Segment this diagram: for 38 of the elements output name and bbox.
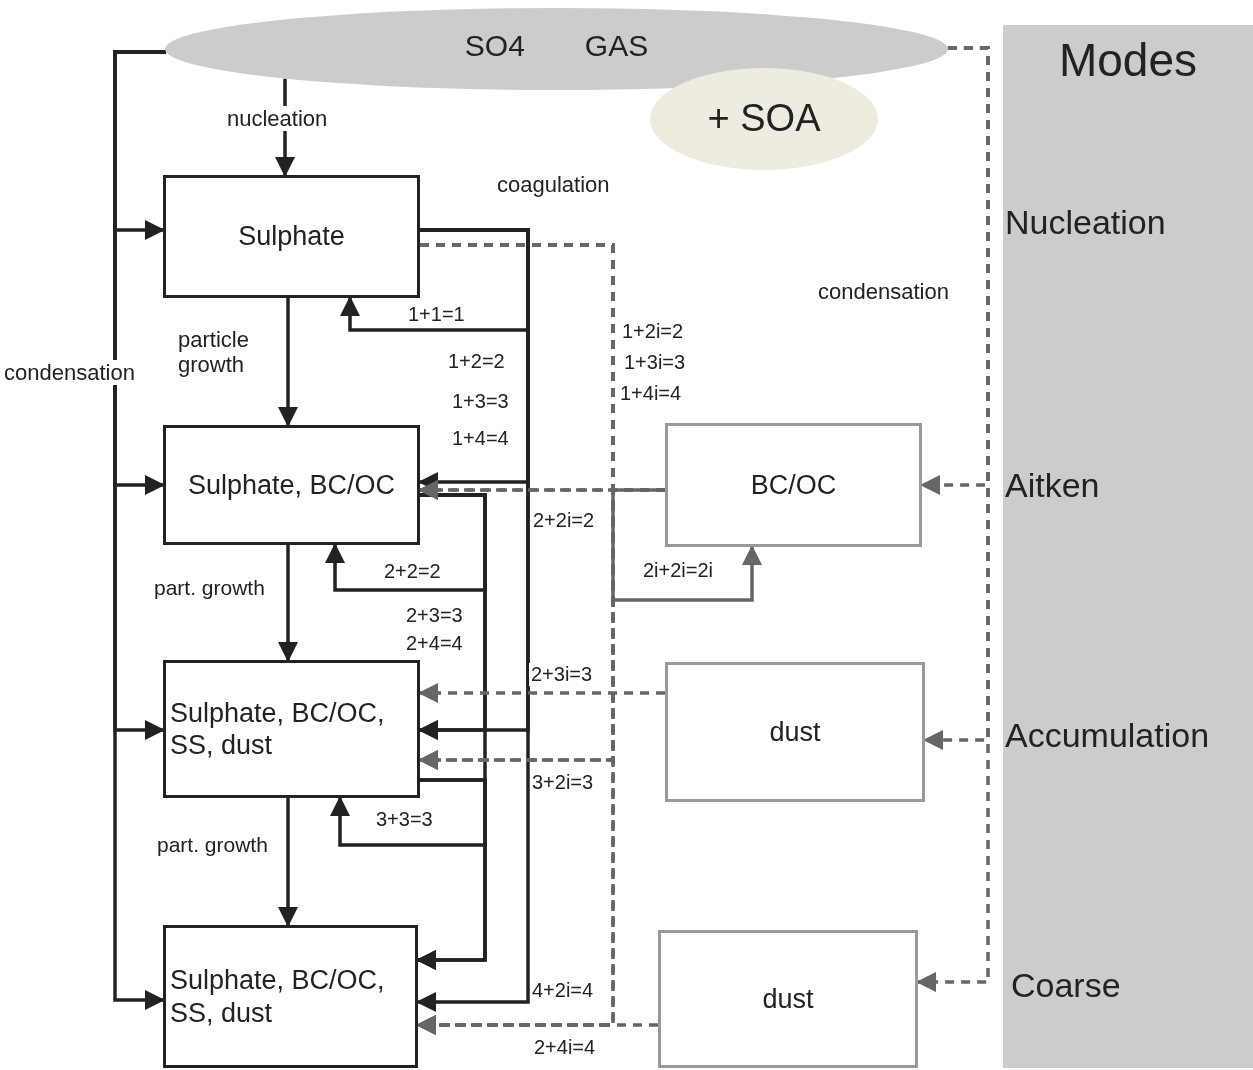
node-text: dust — [762, 982, 814, 1016]
node-text: dust — [769, 715, 821, 749]
annotation-text: coagulation — [497, 172, 610, 198]
node-text: GAS — [584, 28, 649, 64]
gas-ellipse — [165, 8, 948, 90]
node-text: + SOA — [707, 96, 821, 142]
modes-panel — [1003, 25, 1253, 1068]
process-box — [665, 662, 925, 802]
node-text: SO4 — [464, 28, 525, 64]
process-box — [163, 175, 420, 298]
panel-title: Modes — [1057, 33, 1199, 88]
arrow — [611, 488, 762, 602]
mode-name: Nucleation — [1005, 202, 1166, 243]
dashed-arrow — [416, 1015, 658, 1035]
node-text: Sulphate — [238, 220, 345, 253]
process-box — [163, 925, 418, 1068]
process-box — [163, 425, 420, 545]
edge-label: 2+3i=3 — [529, 663, 595, 686]
process-box — [163, 660, 420, 798]
node-text: Sulphate, BC/OC, SS, dust — [170, 964, 386, 1029]
node-text: BC/OC — [750, 468, 837, 502]
node-text: Sulphate, BC/OC — [187, 468, 396, 502]
arrow — [278, 798, 298, 927]
process-box — [658, 930, 918, 1068]
arrow — [278, 298, 298, 427]
node-text: Sulphate, BC/OC, SS, dust — [170, 696, 386, 762]
arrow — [416, 228, 530, 1012]
edge-label: condensation — [2, 360, 137, 386]
arrow — [113, 50, 167, 1010]
dashed-arrow — [418, 683, 665, 703]
process-box — [665, 423, 922, 547]
dashed-arrow — [916, 46, 990, 992]
mode-name: Aitken — [1005, 465, 1100, 506]
soa-ellipse — [650, 68, 878, 170]
arrow — [416, 778, 487, 970]
arrow — [278, 545, 298, 662]
mode-name: Accumulation — [1005, 715, 1210, 756]
mode-name: Coarse — [1011, 965, 1121, 1006]
